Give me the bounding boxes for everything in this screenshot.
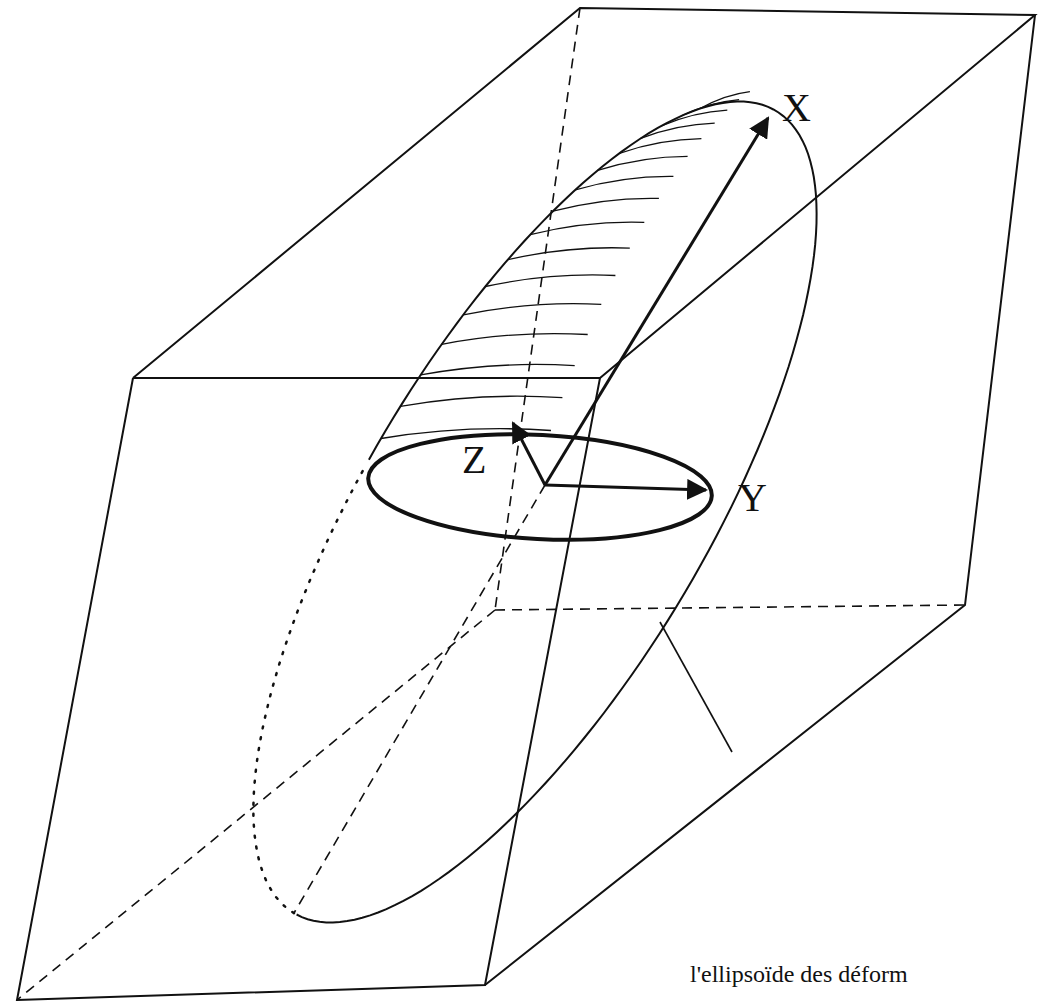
axis-label: X xyxy=(782,88,811,128)
hatch-line xyxy=(485,275,615,287)
hatch-line xyxy=(530,222,644,234)
principal-axes xyxy=(513,118,768,490)
ellipsoid-visible-edge xyxy=(297,102,817,923)
hatch-line xyxy=(553,198,659,211)
hatch-line xyxy=(400,396,562,406)
ellipsoid-outline xyxy=(253,102,816,923)
hatch-line xyxy=(598,156,688,170)
sheared-block xyxy=(17,8,1035,1000)
ellipsoid-hidden-edge xyxy=(253,467,365,913)
hatch-line xyxy=(661,110,727,126)
yz-section-ellipse xyxy=(366,426,715,548)
hatch-line xyxy=(619,139,701,154)
surface-hatching xyxy=(381,92,750,439)
hatch-line xyxy=(641,123,715,138)
hatch-line xyxy=(681,100,739,116)
hatch-line xyxy=(421,364,575,374)
caption-note: l'ellipsoïde des déform xyxy=(690,962,908,986)
hatch-line xyxy=(508,248,630,260)
axis-label: Z xyxy=(462,440,486,480)
hatch-line xyxy=(575,176,673,189)
axis-label: Y xyxy=(738,478,767,518)
hatch-line xyxy=(700,92,750,109)
leader-line xyxy=(660,622,732,752)
hatch-line xyxy=(442,334,588,345)
hatch-line xyxy=(463,304,601,315)
